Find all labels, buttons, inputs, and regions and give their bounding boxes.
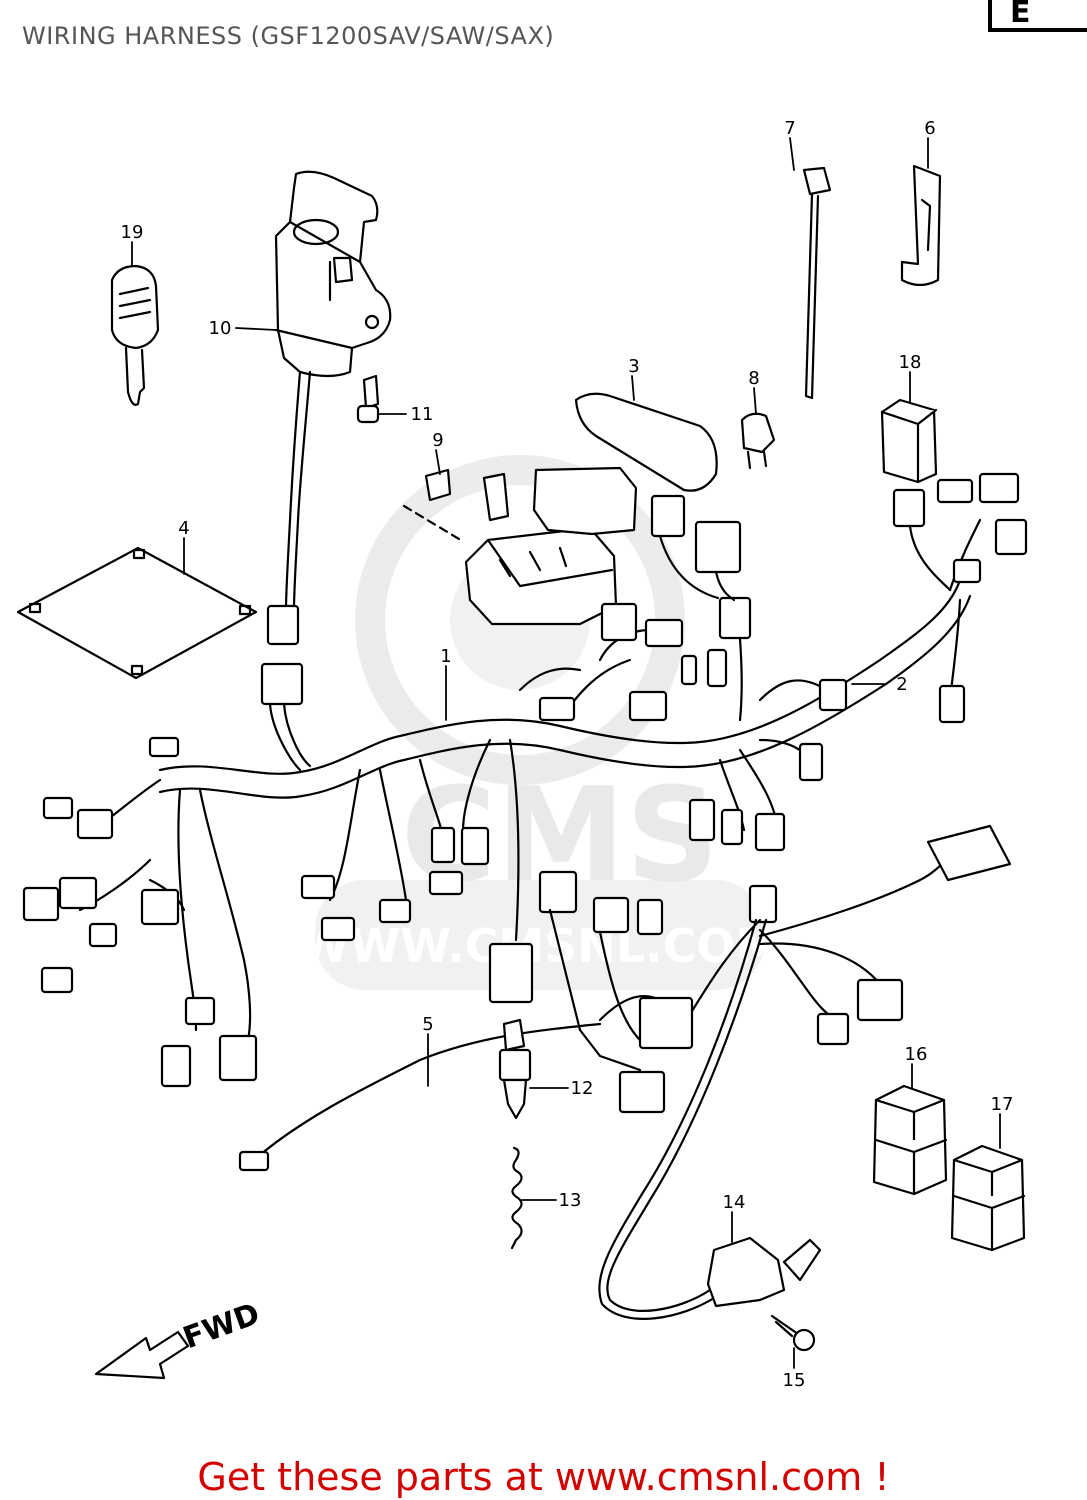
watermark-url: WWW.CMSNL.COM xyxy=(299,919,782,973)
part-3-fuse-cover xyxy=(574,392,718,492)
callout-1: 1 xyxy=(440,646,451,667)
callout-19: 19 xyxy=(121,222,144,243)
part-6-clamp xyxy=(900,164,942,287)
callout-17: 17 xyxy=(991,1094,1014,1115)
rear-harness xyxy=(548,858,948,1320)
callout-15: 15 xyxy=(783,1370,806,1391)
callout-13: 13 xyxy=(559,1190,582,1211)
callout-8: 8 xyxy=(748,368,759,389)
callout-10: 10 xyxy=(209,318,232,339)
callout-4: 4 xyxy=(178,518,189,539)
callout-11: 11 xyxy=(411,404,434,425)
page-title: WIRING HARNESS (GSF1200SAV/SAW/SAX) xyxy=(22,22,555,50)
callout-7: 7 xyxy=(784,118,795,139)
fwd-arrow xyxy=(94,1330,190,1380)
part-14-switch xyxy=(706,1236,822,1308)
fwd-label: FWD xyxy=(179,1296,265,1356)
leader-lines xyxy=(131,137,1001,1369)
callout-3: 3 xyxy=(628,356,639,377)
part-11-screw xyxy=(356,374,380,424)
part-7-cable-tie xyxy=(802,166,832,400)
callout-5: 5 xyxy=(422,1014,433,1035)
part-4-plate xyxy=(16,546,258,680)
callout-16: 16 xyxy=(905,1044,928,1065)
rear-connectors xyxy=(618,824,1012,1114)
watermark: CMS WWW.CMSNL.COM xyxy=(299,455,782,990)
part-18-relay xyxy=(880,398,938,484)
callout-2: 2 xyxy=(896,674,907,695)
right-connectors xyxy=(600,472,1028,648)
part-15-screw xyxy=(770,1314,816,1352)
callout-18: 18 xyxy=(899,352,922,373)
callout-14: 14 xyxy=(723,1192,746,1213)
part-16-relay xyxy=(872,1084,948,1196)
part-12-switch xyxy=(498,1018,532,1120)
part-17-relay xyxy=(950,1144,1026,1252)
callout-12: 12 xyxy=(571,1078,594,1099)
callout-labels: 1 2 3 4 5 6 7 8 9 10 11 12 13 14 15 16 1… xyxy=(121,118,1014,1391)
fuse-box xyxy=(424,466,638,626)
callout-6: 6 xyxy=(924,118,935,139)
part-19-key xyxy=(110,264,160,406)
part-5-lead-wire xyxy=(238,1022,602,1172)
callout-9: 9 xyxy=(432,430,443,451)
harness-connectors xyxy=(22,596,966,1088)
footer-link-text[interactable]: Get these parts at www.cmsnl.com ! xyxy=(197,1455,890,1499)
part-10-ignition-switch xyxy=(274,170,392,378)
part-13-spring xyxy=(510,1146,523,1250)
part-8-relay xyxy=(740,412,776,470)
section-corner-label: E xyxy=(988,0,1087,32)
